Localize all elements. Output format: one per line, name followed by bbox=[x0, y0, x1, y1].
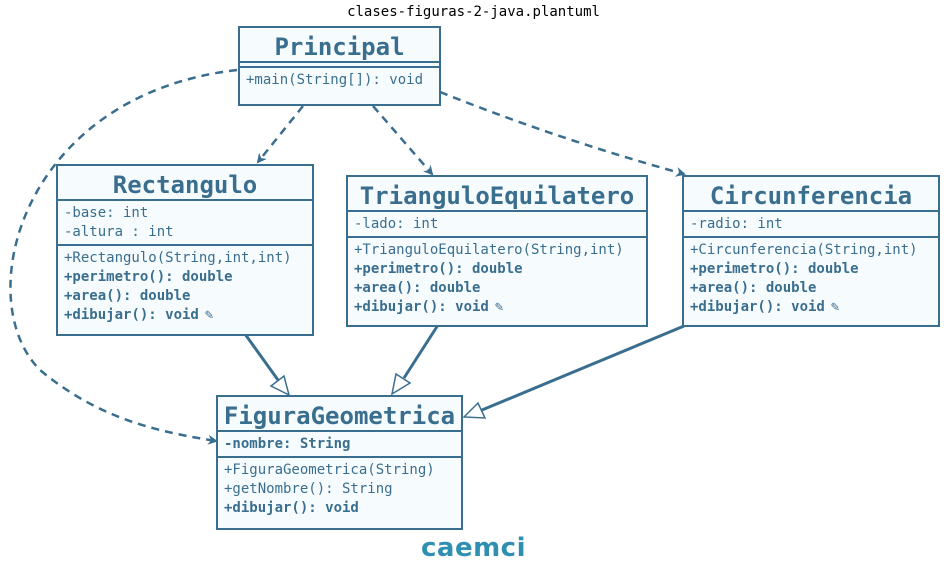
member-text: +Rectangulo(String,int,int) bbox=[64, 250, 292, 266]
caemci-logo: caemci bbox=[420, 533, 526, 563]
member-text: +area(): double bbox=[64, 288, 191, 304]
member-text: +dibujar(): void bbox=[690, 299, 825, 315]
member-line: +Circunferencia(String,int) bbox=[690, 241, 932, 260]
member-line: +dibujar(): void ✎ bbox=[64, 306, 306, 325]
class-name: FiguraGeometrica bbox=[223, 402, 456, 430]
class-figura-geometrica[interactable]: FiguraGeometrica -nombre: String +Figura… bbox=[216, 395, 463, 530]
pencil-icon: ✎ bbox=[494, 299, 504, 315]
member-text: +FiguraGeometrica(String) bbox=[224, 462, 435, 478]
class-name: Circunferencia bbox=[709, 182, 913, 210]
member-text: +area(): double bbox=[690, 280, 817, 296]
member-line: +area(): double bbox=[64, 287, 306, 306]
member-text: +perimetro(): double bbox=[690, 261, 859, 277]
attributes-section: -base: int -altura : int bbox=[58, 199, 312, 244]
member-text: +TrianguloEquilatero(String,int) bbox=[354, 242, 624, 258]
member-text: -lado: int bbox=[354, 216, 439, 232]
methods-section: +main(String[]): void bbox=[240, 66, 439, 92]
member-line: +area(): double bbox=[690, 279, 932, 298]
member-line: +perimetro(): double bbox=[354, 260, 640, 279]
inheritance-arrowhead-triangulo bbox=[390, 372, 412, 396]
class-rectangulo[interactable]: Rectangulo -base: int -altura : int +Rect… bbox=[56, 164, 314, 336]
inheritance-circunferencia-figura bbox=[481, 324, 685, 412]
member-text: +dibujar(): void bbox=[224, 500, 359, 516]
diagram-title: clases-figuras-2-java.plantuml bbox=[347, 4, 600, 20]
dependency-principal-figura bbox=[9, 68, 238, 445]
member-text: -nombre: String bbox=[224, 436, 351, 452]
member-text: +dibujar(): void bbox=[64, 307, 199, 323]
member-text: +getNombre(): String bbox=[224, 481, 393, 497]
class-triangulo-equilatero[interactable]: TrianguloEquilatero -lado: int +Triangul… bbox=[346, 175, 648, 327]
member-text: -altura : int bbox=[64, 224, 174, 240]
attributes-section: -lado: int bbox=[348, 210, 646, 236]
dependency-principal-circunferencia bbox=[439, 90, 686, 177]
member-line: +area(): double bbox=[354, 279, 640, 298]
member-text: +area(): double bbox=[354, 280, 481, 296]
member-line: +Rectangulo(String,int,int) bbox=[64, 249, 306, 268]
methods-section: +TrianguloEquilatero(String,int) +perimet… bbox=[348, 236, 646, 319]
dependency-principal-rectangulo bbox=[256, 105, 304, 164]
methods-section: +FiguraGeometrica(String) +getNombre(): S… bbox=[218, 456, 461, 520]
member-line: +perimetro(): double bbox=[64, 268, 306, 287]
member-line: -altura : int bbox=[64, 223, 306, 242]
member-line: +getNombre(): String bbox=[224, 480, 455, 499]
member-text: +dibujar(): void bbox=[354, 299, 489, 315]
member-line: +dibujar(): void bbox=[224, 499, 455, 518]
attributes-section: -radio: int bbox=[684, 210, 938, 236]
member-line: +dibujar(): void ✎ bbox=[354, 298, 640, 317]
member-line: +dibujar(): void ✎ bbox=[690, 298, 932, 317]
member-text: +perimetro(): double bbox=[64, 269, 233, 285]
member-text: -radio: int bbox=[690, 216, 783, 232]
member-line: +FiguraGeometrica(String) bbox=[224, 461, 455, 480]
member-text: +main(String[]): void bbox=[246, 72, 424, 88]
member-line: +perimetro(): double bbox=[690, 260, 932, 279]
member-text: -base: int bbox=[64, 205, 149, 221]
class-name: Principal bbox=[274, 33, 405, 61]
class-circunferencia[interactable]: Circunferencia -radio: int +Circunferenc… bbox=[682, 175, 940, 327]
member-line: -lado: int bbox=[354, 215, 640, 234]
dependency-principal-triangulo bbox=[372, 105, 434, 176]
attributes-section bbox=[240, 61, 439, 66]
class-name: Rectangulo bbox=[112, 171, 258, 199]
inheritance-rectangulo-figura bbox=[243, 333, 280, 381]
member-line: -base: int bbox=[64, 204, 306, 223]
pencil-icon: ✎ bbox=[204, 307, 214, 323]
inheritance-triangulo-figura bbox=[402, 324, 440, 379]
attributes-section: -nombre: String bbox=[218, 430, 461, 456]
methods-section: +Circunferencia(String,int) +perimetro():… bbox=[684, 236, 938, 319]
member-line: +main(String[]): void bbox=[246, 71, 433, 90]
pencil-icon: ✎ bbox=[830, 299, 840, 315]
member-text: +Circunferencia(String,int) bbox=[690, 242, 918, 258]
inheritance-arrowhead-circunferencia bbox=[462, 401, 487, 419]
member-line: -nombre: String bbox=[224, 435, 455, 454]
member-text: +perimetro(): double bbox=[354, 261, 523, 277]
member-line: -radio: int bbox=[690, 215, 932, 234]
member-line: +TrianguloEquilatero(String,int) bbox=[354, 241, 640, 260]
inheritance-arrowhead-rectangulo bbox=[269, 374, 291, 397]
class-principal[interactable]: Principal +main(String[]): void bbox=[238, 26, 441, 106]
methods-section: +Rectangulo(String,int,int) +perimetro():… bbox=[58, 244, 312, 327]
class-name: TrianguloEquilatero bbox=[359, 182, 635, 210]
